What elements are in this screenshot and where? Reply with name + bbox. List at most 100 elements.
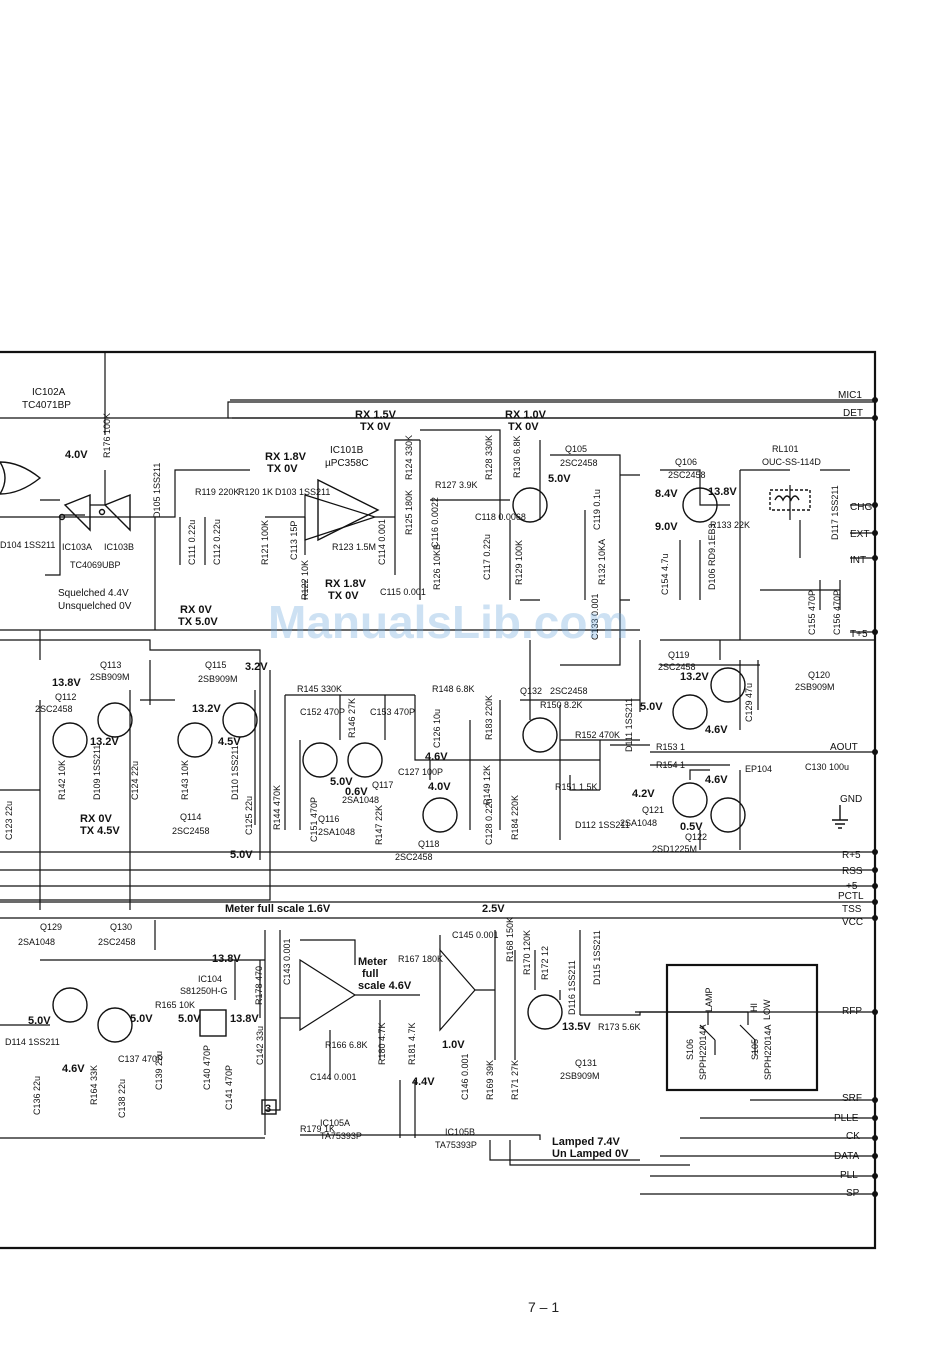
svg-text:1.0V: 1.0V	[442, 1039, 465, 1051]
s106-part: SPPH22014A	[698, 1024, 708, 1080]
q120-part: 2SB909M	[795, 682, 835, 692]
svg-text:D105 1SS211: D105 1SS211	[152, 463, 162, 518]
svg-text:Unsquelched 0V: Unsquelched 0V	[58, 601, 132, 612]
svg-text:R166 6.8K: R166 6.8K	[325, 1040, 368, 1050]
svg-text:TX 0V: TX 0V	[267, 463, 298, 475]
svg-text:TX 0V: TX 0V	[360, 421, 391, 433]
svg-text:R122 10K: R122 10K	[300, 560, 310, 600]
svg-text:R168 150K: R168 150K	[505, 917, 515, 962]
watermark: ManualsLib.com	[268, 596, 628, 648]
svg-text:R180 4.7K: R180 4.7K	[377, 1022, 387, 1065]
svg-text:Squelched 4.4V: Squelched 4.4V	[58, 588, 129, 599]
pin-label-rss: RSS	[842, 866, 863, 877]
q121-part: 2SA1048	[620, 818, 657, 828]
ic101b-part: µPC358C	[325, 458, 369, 469]
q106-ref: Q106	[675, 457, 697, 467]
svg-text:Meter full scale 1.6V: Meter full scale 1.6V	[225, 903, 331, 915]
svg-text:D116 1SS211: D116 1SS211	[567, 960, 577, 1015]
svg-text:D103 1SS211: D103 1SS211	[275, 487, 330, 497]
svg-text:13.8V: 13.8V	[230, 1013, 259, 1025]
svg-text:4.0V: 4.0V	[65, 449, 88, 461]
svg-text:D110 1SS211: D110 1SS211	[230, 745, 240, 800]
q114-ref: Q114	[180, 812, 201, 822]
svg-text:C145 0.001: C145 0.001	[452, 930, 499, 940]
svg-text:R167 180K: R167 180K	[398, 954, 443, 964]
connector-labels: MIC1 DET CHG EXT INT T+5 AOUT GND R+5 RS…	[830, 390, 872, 1199]
svg-text:R153 1: R153 1	[656, 742, 685, 752]
svg-text:13.8V: 13.8V	[212, 953, 241, 965]
svg-text:C143 0.001: C143 0.001	[282, 938, 292, 985]
svg-text:R130 6.8K: R130 6.8K	[512, 435, 522, 478]
q120-ref: Q120	[808, 670, 830, 680]
svg-text:RX 1.8V: RX 1.8V	[265, 451, 307, 463]
svg-text:TX 0V: TX 0V	[328, 590, 359, 602]
svg-text:C155 470P: C155 470P	[807, 590, 817, 635]
svg-text:C144 0.001: C144 0.001	[310, 1072, 357, 1082]
q131-ref: Q131	[575, 1058, 597, 1068]
ground-icon	[832, 805, 848, 829]
svg-text:4.5V: 4.5V	[218, 736, 241, 748]
svg-text:5.0V: 5.0V	[28, 1015, 51, 1027]
svg-text:13.8V: 13.8V	[708, 486, 737, 498]
ic103-inverters: IC103A IC103B TC4069UBP	[58, 493, 134, 570]
svg-text:5.0V: 5.0V	[548, 473, 571, 485]
svg-text:R148 6.8K: R148 6.8K	[432, 684, 475, 694]
q129-part: 2SA1048	[18, 937, 55, 947]
s105-label-low: LOW	[762, 999, 772, 1020]
q113-part: 2SB909M	[90, 672, 130, 682]
svg-text:R169 39K: R169 39K	[485, 1060, 495, 1100]
svg-text:D117 1SS211: D117 1SS211	[830, 485, 840, 540]
svg-text:R171 27K: R171 27K	[510, 1060, 520, 1100]
svg-text:R165 10K: R165 10K	[155, 1000, 195, 1010]
svg-text:D114 1SS211: D114 1SS211	[5, 1037, 60, 1047]
q122-part: 2SD1225M	[652, 844, 697, 854]
svg-text:C153 470P: C153 470P	[370, 707, 415, 717]
voltage-annotations: 4.0V RX 1.8V TX 0V RX 1.5V TX 0V RX 1.0V…	[28, 409, 737, 1160]
relay-ref: RL101	[772, 444, 799, 454]
q129-ref: Q129	[40, 922, 62, 932]
svg-text:R124 330K: R124 330K	[404, 435, 414, 480]
q116-ref: Q116	[318, 814, 339, 824]
svg-text:TX 5.0V: TX 5.0V	[178, 616, 218, 628]
svg-text:R133 22K: R133 22K	[710, 520, 750, 530]
q130-ref: Q130	[110, 922, 132, 932]
svg-text:R142 10K: R142 10K	[57, 760, 67, 800]
svg-text:R126 10KB: R126 10KB	[432, 544, 442, 590]
svg-text:C129 47u: C129 47u	[744, 683, 754, 722]
svg-text:R183 220K: R183 220K	[484, 695, 494, 740]
q114-part: 2SC2458	[172, 826, 210, 836]
middle-wiring	[0, 639, 875, 910]
svg-text:4.0V: 4.0V	[428, 781, 451, 793]
ic102a-part: TC4071BP	[22, 400, 71, 411]
svg-text:RX 1.8V: RX 1.8V	[325, 578, 367, 590]
svg-text:C119 0.1u: C119 0.1u	[592, 489, 602, 530]
q119-ref: Q119	[668, 650, 689, 660]
svg-text:R125 180K: R125 180K	[404, 490, 414, 535]
pin-label-vcc: VCC	[842, 917, 863, 928]
q105-ref: Q105	[565, 444, 587, 454]
svg-text:R176 100K: R176 100K	[102, 413, 112, 458]
pin-label-r5: R+5	[842, 850, 861, 861]
svg-text:C114 0.001: C114 0.001	[377, 519, 387, 565]
svg-text:C138 22u: C138 22u	[117, 1079, 127, 1118]
pin-label-mic1: MIC1	[838, 390, 862, 401]
svg-text:R119 220K: R119 220K	[195, 487, 239, 497]
q117-part: 2SA1048	[342, 795, 379, 805]
svg-text:R151 1.5K: R151 1.5K	[555, 782, 598, 792]
q116-part: 2SA1048	[318, 827, 355, 837]
svg-text:C154 4.7u: C154 4.7u	[660, 553, 670, 595]
pin-label-ck: CK	[846, 1131, 860, 1142]
pin-label-det: DET	[843, 408, 863, 419]
connector-pins	[0, 397, 878, 1197]
s105-ref: S105	[750, 1039, 760, 1060]
pin-label-plus5: +5	[846, 881, 858, 892]
svg-text:R144 470K: R144 470K	[272, 785, 282, 830]
q105-part: 2SC2458	[560, 458, 598, 468]
svg-text:C139 22u: C139 22u	[154, 1051, 164, 1090]
svg-text:C146 0.001: C146 0.001	[460, 1053, 470, 1100]
svg-text:D111 1SS211: D111 1SS211	[624, 698, 634, 752]
svg-text:C140 470P: C140 470P	[202, 1045, 212, 1090]
svg-text:D115 1SS211: D115 1SS211	[592, 930, 602, 985]
ic103a-ref: IC103A	[62, 542, 92, 552]
svg-text:D109 1SS211: D109 1SS211	[92, 745, 102, 800]
